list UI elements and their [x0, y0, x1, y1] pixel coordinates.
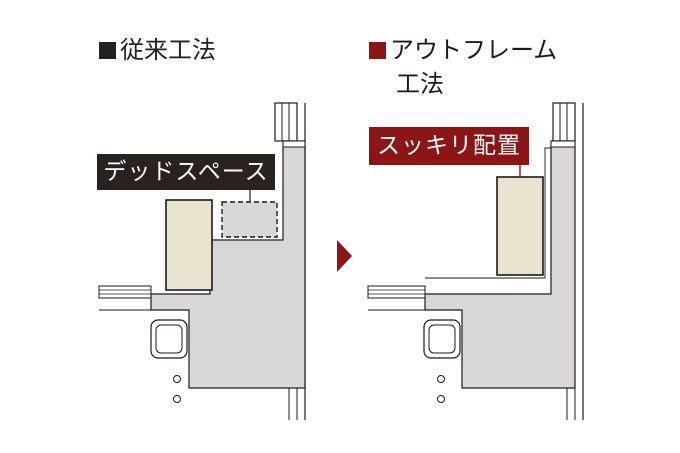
dead-space-label: デッドスペース — [97, 154, 275, 190]
right-fixture-dot — [437, 395, 445, 403]
right-triangle-icon — [337, 240, 352, 272]
right-sink — [423, 319, 461, 359]
left-fixture-dot — [173, 395, 181, 403]
right-title: アウトフレーム 工法 — [369, 33, 557, 101]
square-bullet-icon — [99, 42, 116, 59]
right-cabinet — [496, 176, 544, 276]
left-sink — [150, 319, 188, 359]
right-window-rail — [367, 285, 426, 299]
right-floorplan — [367, 102, 584, 420]
left-title-text: 従来工法 — [120, 36, 216, 64]
left-fixture-dot — [173, 375, 181, 383]
left-window-rail — [98, 285, 152, 299]
left-cabinet — [165, 199, 213, 291]
left-window-frame — [274, 102, 298, 142]
dead-space-box — [221, 201, 278, 238]
square-bullet-icon — [369, 42, 386, 59]
sukkiri-label: スッキリ配置 — [369, 127, 529, 165]
left-floorplan — [98, 102, 306, 420]
right-title-line2: 工法 — [396, 70, 444, 98]
right-title-line1: アウトフレーム — [390, 36, 558, 64]
right-fixture-dot — [437, 375, 445, 383]
right-window-frame — [552, 102, 576, 142]
left-title: 従来工法 — [99, 33, 216, 67]
